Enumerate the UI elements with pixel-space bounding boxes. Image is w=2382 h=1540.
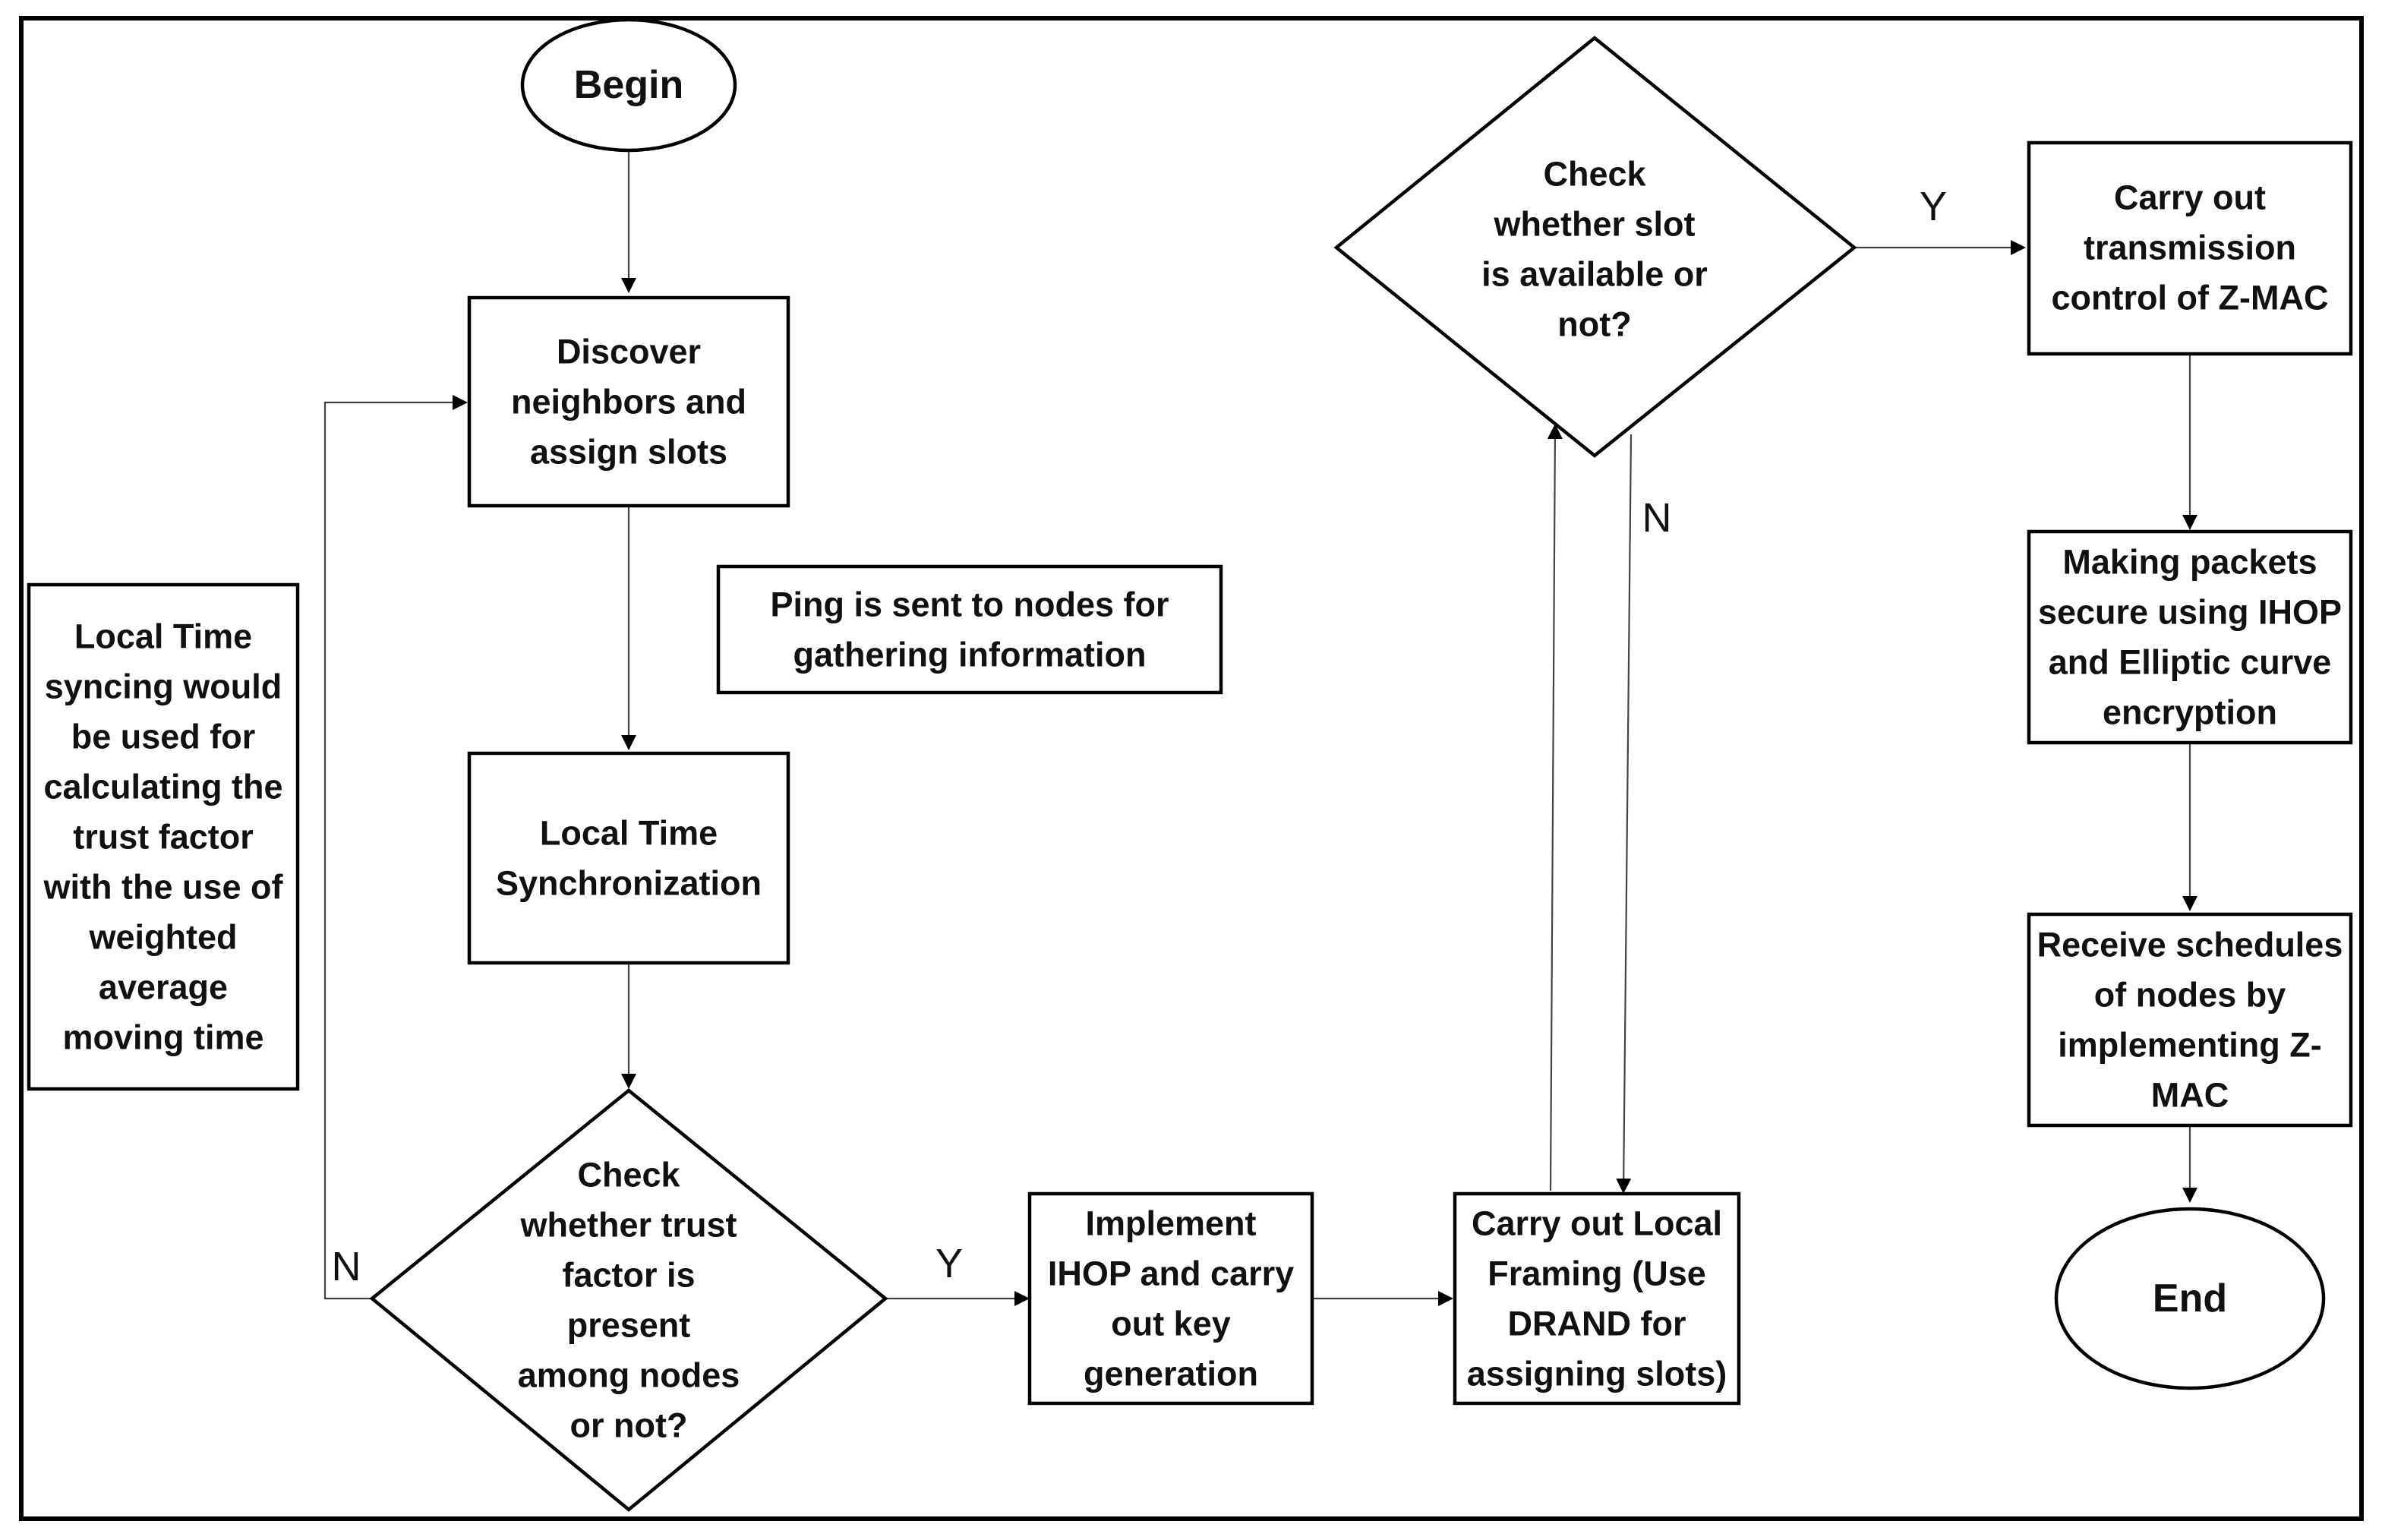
trust-no-label: N bbox=[332, 1244, 361, 1289]
diagram-border bbox=[19, 16, 2364, 1521]
label-line: assign slots bbox=[530, 433, 727, 472]
label-line: Begin bbox=[574, 63, 683, 107]
label-line: be used for bbox=[71, 718, 256, 756]
label-line: Making packets bbox=[2062, 543, 2317, 582]
label-line: is available or bbox=[1481, 255, 1708, 294]
label-line: DRAND for bbox=[1508, 1305, 1686, 1343]
label-line: Check bbox=[1543, 155, 1646, 194]
label-line: Framing (Use bbox=[1488, 1254, 1706, 1293]
receive-schedules-box bbox=[2027, 912, 2353, 1128]
discover-neighbors-box bbox=[467, 295, 790, 508]
label-line: encryption bbox=[2103, 693, 2277, 732]
trust-yes-label: Y bbox=[935, 1241, 963, 1286]
label-line: Ping is sent to nodes for bbox=[770, 585, 1169, 624]
secure-packets-label: Making packets secure using IHOP and Ellip… bbox=[2038, 543, 2342, 732]
receive-schedules-label: Receive schedules of nodes by implementing… bbox=[2037, 926, 2343, 1115]
label-line: calculating the bbox=[43, 768, 282, 806]
label-line: average bbox=[99, 968, 228, 1007]
label-line: Carry out bbox=[2114, 178, 2266, 217]
label-line: Receive schedules bbox=[2037, 926, 2343, 964]
label-line: assigning slots) bbox=[1467, 1355, 1727, 1393]
ping-note-box bbox=[716, 564, 1223, 695]
label-line: trust factor bbox=[73, 818, 254, 857]
edge-slot-no-to-framing bbox=[1616, 434, 1633, 1194]
label-line: or not? bbox=[570, 1406, 688, 1445]
label-line: whether slot bbox=[1493, 205, 1695, 244]
slot-yes-label: Y bbox=[1920, 184, 1947, 229]
label-line: Synchronization bbox=[496, 864, 762, 903]
label-line: gathering information bbox=[793, 636, 1147, 674]
label-line: of nodes by bbox=[2094, 976, 2286, 1015]
label-line: MAC bbox=[2151, 1076, 2229, 1115]
secure-packets-box bbox=[2027, 529, 2353, 745]
label-line: Discover bbox=[557, 333, 701, 371]
local-framing-box bbox=[1453, 1191, 1741, 1406]
label-line: not? bbox=[1557, 305, 1631, 344]
connectors bbox=[323, 152, 2197, 1306]
label-line: whether trust bbox=[519, 1206, 737, 1245]
discover-neighbors-label: Discover neighbors and assign slots bbox=[511, 333, 746, 472]
label-line: neighbors and bbox=[511, 383, 746, 421]
end-label: End bbox=[2153, 1276, 2227, 1321]
local-time-note-box bbox=[27, 582, 300, 1091]
label-line: control of Z-MAC bbox=[2052, 279, 2329, 317]
label-line: Local Time bbox=[540, 814, 718, 853]
label-line: moving time bbox=[62, 1018, 263, 1057]
slot-available-decision bbox=[1333, 36, 1857, 458]
label-line: syncing would bbox=[45, 667, 282, 706]
label-line: transmission bbox=[2084, 229, 2296, 267]
label-line: generation bbox=[1084, 1355, 1258, 1393]
begin-terminal bbox=[520, 17, 737, 153]
slot-available-decision-label: Check whether slot is available or not? bbox=[1481, 155, 1708, 344]
local-time-note-label: Local Time syncing would be used for calcul… bbox=[43, 617, 284, 1057]
transmission-control-label: Carry out transmission control of Z-MAC bbox=[2052, 178, 2329, 317]
slot-no-label: N bbox=[1642, 495, 1672, 541]
label-line: Carry out Local bbox=[1472, 1204, 1722, 1243]
label-line: weighted bbox=[88, 918, 237, 957]
transmission-control-box bbox=[2027, 140, 2353, 356]
edge-trust-no-loop bbox=[323, 395, 468, 1300]
label-line: Local Time bbox=[74, 617, 252, 656]
begin-label: Begin bbox=[574, 63, 683, 107]
label-line: IHOP and carry bbox=[1048, 1254, 1294, 1293]
label-line: End bbox=[2153, 1276, 2227, 1321]
label-line: secure using IHOP bbox=[2038, 593, 2342, 632]
label-line: and Elliptic curve bbox=[2049, 643, 2332, 682]
label-line: factor is bbox=[562, 1256, 695, 1295]
label-line: Implement bbox=[1085, 1204, 1256, 1243]
local-time-sync-box bbox=[467, 751, 790, 965]
edge-framing-to-slot bbox=[1547, 424, 1563, 1191]
trust-factor-decision-label: Check whether trust factor is present among … bbox=[518, 1156, 740, 1445]
label-line: present bbox=[567, 1306, 691, 1345]
label-line: implementing Z- bbox=[2058, 1026, 2322, 1065]
implement-ihop-box bbox=[1027, 1191, 1314, 1406]
label-line: out key bbox=[1111, 1305, 1231, 1343]
end-terminal bbox=[2054, 1207, 2326, 1390]
label-line: among nodes bbox=[518, 1356, 740, 1395]
label-line: with the use of bbox=[43, 868, 284, 907]
ping-note-label: Ping is sent to nodes for gathering infor… bbox=[770, 585, 1169, 674]
trust-factor-decision bbox=[369, 1088, 888, 1512]
label-line: Check bbox=[577, 1156, 680, 1194]
